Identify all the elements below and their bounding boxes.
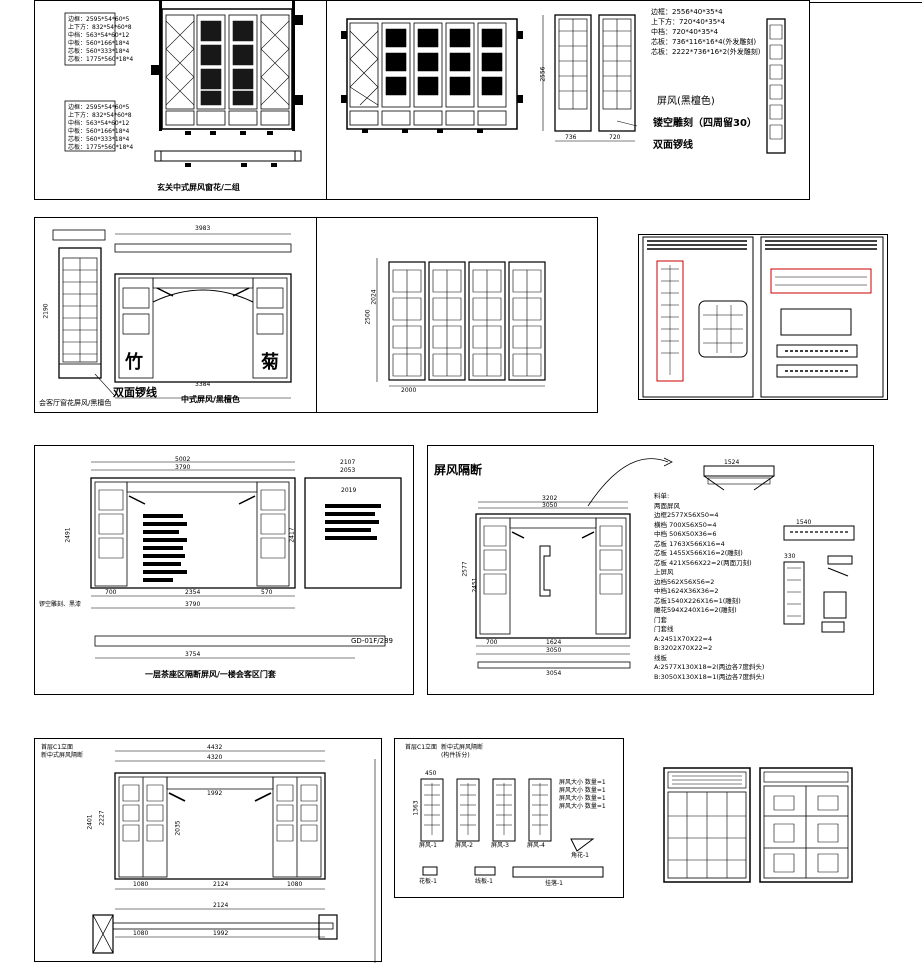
dim-b4: 3054 (546, 670, 562, 677)
subtitle: (构件拆分) (441, 752, 470, 759)
dim-p2: 1992 (213, 930, 229, 937)
dim-d1: 1524 (724, 459, 740, 466)
dim-top: 3983 (195, 225, 211, 232)
drawing-panel-c1-elevation: 首层C1立面 新中式屏风隔断 4432 4320 1992 2401 2227 … (34, 738, 382, 963)
dim-w3: 2107 (340, 459, 356, 466)
dim-height: 2556 (539, 66, 547, 82)
drawing-caption: 一层茶座区隔断屏风/一楼会客区门套 (145, 670, 276, 679)
label-board: 线板-1 (475, 878, 493, 885)
note-screen: 屏风(黑檀色) (657, 96, 715, 107)
dim-top1: 4432 (207, 744, 223, 751)
dim-b3: 3050 (546, 647, 562, 654)
dim-b3: 570 (261, 589, 273, 596)
moon-gate-drawing (52, 229, 292, 399)
label-hanging: 挂落-1 (545, 880, 563, 887)
dim-h1: 2491 (64, 527, 72, 543)
caption-left: 会客厅窗花屏风/黑檀色 (39, 399, 112, 407)
dim-b2: 1624 (546, 639, 562, 646)
title-b: 新中式屏风隔断 (41, 752, 84, 759)
drawing-panel-screen-grille: 边框：2595*54*60*5 上下方：832*54*60*8 中档：563*5… (34, 0, 328, 200)
label-screen-3: 屏风-3 (491, 842, 509, 849)
label-screen-4: 屏风-4 (527, 842, 545, 849)
label-corner: 角花-1 (571, 852, 589, 859)
drawing-panel-moon-gate: 3983 2190 3384 竹 菊 会客厅窗花屏风/黑檀色 双面锣线 中式屏风… (34, 217, 318, 413)
label-left: 锣空雕刻、黑漆 (39, 601, 82, 608)
drawing-panel-sheets (638, 234, 888, 400)
doors-drawing (663, 767, 853, 883)
dim-top2: 3050 (542, 502, 558, 509)
drawing-title: 屏风隔断 (434, 463, 483, 477)
dim-w5: 2019 (341, 487, 357, 494)
dim-w1: 736 (565, 134, 577, 141)
dim-mid: 1992 (207, 790, 223, 797)
dim-w: 450 (425, 770, 437, 777)
spec-list-b: 边框：2595*54*60*5 上下方：832*54*60*8 中档：563*5… (68, 104, 134, 151)
dim-height: 2190 (42, 303, 50, 319)
dim-b5: 3754 (185, 651, 201, 658)
drawing-panel-components: 首层C1立面 新中式屏风隔断 (构件拆分) 450 1363 屏风-1 屏风-2… (394, 738, 624, 898)
note-carve: 镂空雕刻（四周留30） (653, 118, 757, 129)
dim-top2: 4320 (207, 754, 223, 761)
dim-w2: 720 (609, 134, 621, 141)
teahouse-partition-drawing (90, 461, 402, 659)
drawing-panel-doors (662, 766, 858, 884)
dim-w4: 2053 (340, 467, 356, 474)
four-screens-drawing (376, 258, 546, 387)
dim-h2: 2417 (288, 527, 296, 543)
spec-list-a: 边框：2595*54*60*5 上下方：832*54*60*8 中档：563*5… (68, 16, 134, 63)
screen-grille-drawing (64, 1, 303, 167)
spec-list: 边框：2556*40*35*4 上下方：720*40*35*4 中档：720*4… (651, 8, 761, 56)
tag-code: GD-01F/289 (351, 637, 393, 645)
screen-partition-drawing (475, 457, 855, 669)
caption-main: 中式屏风/黑檀色 (181, 395, 240, 404)
dim-top1: 3202 (542, 495, 558, 502)
char-chrysanthemum: 菊 (261, 352, 279, 373)
dim-w2: 3790 (175, 464, 191, 471)
label-screen-2: 屏风-2 (455, 842, 473, 849)
title-a: 首层C1立面 (405, 744, 438, 751)
dim-w1: 5002 (175, 456, 191, 463)
dim-h2: 2451 (471, 577, 479, 593)
dim-d2: 1540 (796, 519, 812, 526)
char-bamboo: 竹 (125, 352, 143, 373)
dim-h: 2401 (86, 814, 94, 830)
note-line: 双面锣线 (113, 386, 157, 399)
dim-h2: 2227 (98, 810, 106, 826)
material-list: 料单: 两面屏风 边框2577X56X50=4 横档 700X56X50=4 中… (654, 492, 765, 681)
dim-h: 2577 (461, 561, 469, 577)
dim-p3: 1080 (133, 930, 149, 937)
dim-w: 2000 (401, 387, 417, 394)
dim-h: 2500 (364, 309, 372, 325)
drawing-panel-four-screens: 2500 2024 2000 (316, 217, 598, 413)
components-drawing (420, 778, 604, 878)
note-line: 双面锣线 (653, 140, 693, 151)
dim-b1: 1080 (133, 881, 149, 888)
label-panel: 花板-1 (419, 878, 437, 885)
folding-screen-drawing (341, 14, 786, 154)
drawing-panel-screen-partition: 屏风隔断 3202 3050 1524 1540 330 2577 2451 7… (427, 445, 874, 695)
dim-b2: 2124 (213, 881, 229, 888)
dim-h: 1363 (412, 800, 420, 816)
c1-elevation-drawing (92, 750, 376, 963)
dim-b1: 700 (105, 589, 117, 596)
drawing-caption: 玄关中式屏风窗花/二组 (157, 183, 240, 192)
dim-b3: 1080 (287, 881, 303, 888)
edge-line (810, 2, 922, 3)
dim-h3: 2035 (174, 820, 182, 836)
dim-b1: 700 (486, 639, 498, 646)
dim-h2: 2024 (370, 289, 378, 305)
drawing-panel-folding-screen: 2556 736 720 边框：2556*40*35*4 上下方：720*40*… (326, 0, 810, 200)
dim-b2: 2354 (185, 589, 201, 596)
dim-p1: 2124 (213, 902, 229, 909)
dim-inner: 3384 (195, 381, 211, 388)
dim-d3: 330 (784, 553, 796, 560)
title-a: 首层C1立面 (41, 744, 74, 751)
drawing-panel-teahouse-partition: 5002 3790 2107 2053 2019 2491 2417 700 2… (34, 445, 414, 695)
sheets-drawing (642, 236, 884, 398)
label-screen-1: 屏风-1 (419, 842, 437, 849)
component-spec: 屏风大小 数量=1 屏风大小 数量=1 屏风大小 数量=1 屏风大小 数量=1 (559, 779, 606, 810)
dim-b4: 3790 (185, 601, 201, 608)
title-b: 新中式屏风隔断 (441, 744, 484, 751)
